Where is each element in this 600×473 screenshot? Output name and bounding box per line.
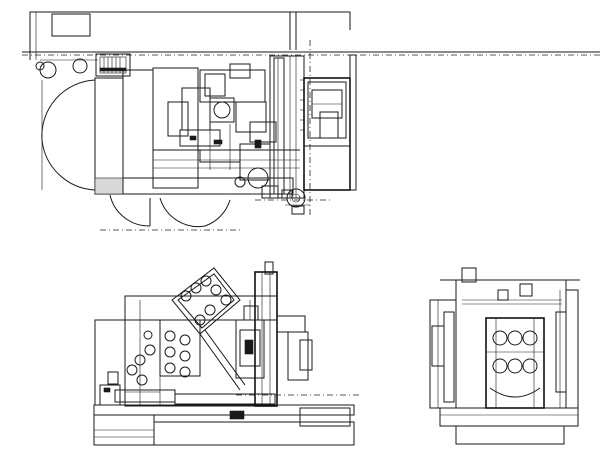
top-view xyxy=(22,11,600,231)
tool-chain xyxy=(125,330,160,393)
spindle-head-plan xyxy=(167,63,277,189)
coolant-units xyxy=(255,185,330,215)
side-cabinet xyxy=(431,300,455,408)
tool-magazine xyxy=(159,267,246,391)
side-base xyxy=(439,407,579,445)
door-swing-bottom xyxy=(100,194,240,231)
motor-unit xyxy=(95,53,131,77)
side-work-chamber xyxy=(485,317,545,409)
door-swing-left xyxy=(41,79,96,191)
front-column xyxy=(235,261,360,407)
side-right-detail xyxy=(555,290,567,408)
reel-circles xyxy=(35,58,98,79)
machine-body-plan xyxy=(94,67,300,195)
front-view xyxy=(93,261,360,446)
overhead-frame xyxy=(22,11,600,60)
front-base xyxy=(93,404,355,446)
side-view xyxy=(429,267,580,445)
front-left-panel xyxy=(99,371,121,406)
column-plan xyxy=(269,40,357,215)
side-enclosure xyxy=(429,267,580,409)
